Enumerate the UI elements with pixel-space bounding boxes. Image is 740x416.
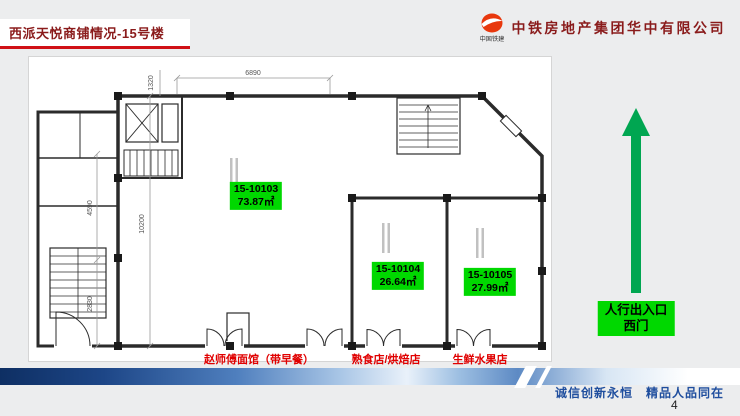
footer-band: [0, 368, 740, 385]
door-arcs: [55, 311, 491, 347]
shop-name-fresh-fruit: 生鲜水果店: [452, 354, 508, 366]
unit-id: 15-10104: [375, 262, 421, 275]
corner-door: [499, 114, 523, 138]
shop-name-deli-bakery: 熟食店/烘焙店: [351, 354, 421, 366]
crcc-logo-name: 中国铁建: [479, 35, 504, 43]
page-number: 4: [671, 398, 678, 412]
dim-left-upper: 4590: [87, 200, 94, 216]
floor-plan: 6890 1320 10200 4590 2830: [36, 70, 546, 350]
unit-area: 73.87㎡: [237, 196, 275, 208]
unit-label-15-10104: 15-10104 26.64㎡: [371, 261, 425, 291]
shop-name-noodle: 赵师傅面馆（带早餐）: [204, 354, 314, 366]
columns: [114, 92, 546, 350]
entrance-label: 人行出入口 西门: [597, 301, 675, 337]
dim-top-offset: 1320: [148, 75, 155, 91]
walls: [36, 94, 544, 348]
crcc-emblem-icon: 中国铁建: [479, 13, 504, 43]
floor-plan-area: 6890 1320 10200 4590 2830 15-10103 73.87…: [28, 56, 552, 366]
company-name: 中铁房地产集团华中有限公司: [511, 20, 726, 36]
shaft-2: [161, 103, 179, 143]
entrance-line1: 人行出入口: [604, 303, 668, 317]
unit-area: 27.99㎡: [471, 282, 509, 294]
unit-label-15-10103: 15-10103 73.87㎡: [229, 181, 283, 211]
dimension-labels: 6890 1320 10200 4590 2830: [87, 70, 261, 312]
dim-top-width: 6890: [245, 70, 261, 77]
footer-slogan: 诚信创新永恒 精品人品同在: [554, 386, 724, 400]
north-arrow-icon: [622, 108, 650, 293]
unit-label-15-10105: 15-10105 27.99㎡: [463, 267, 517, 297]
unit-area: 26.64㎡: [379, 276, 417, 288]
unit-id: 15-10105: [467, 268, 513, 281]
slide-title-tab: 西派天悦商铺情况-15号楼: [0, 19, 190, 49]
page-title: 西派天悦商铺情况-15号楼: [9, 26, 165, 41]
entrance-line2: 西门: [623, 318, 649, 333]
dim-left-lower: 2830: [87, 296, 94, 312]
dimension-lines: [93, 70, 334, 350]
ne-stair: [396, 97, 461, 155]
unit-id: 15-10103: [233, 182, 279, 195]
elevator-shaft: [125, 103, 159, 143]
small-annotations: [230, 158, 484, 258]
company-logo: 中国铁建 中铁房地产集团华中有限公司: [477, 12, 727, 44]
dim-hall-depth: 10200: [139, 214, 146, 234]
